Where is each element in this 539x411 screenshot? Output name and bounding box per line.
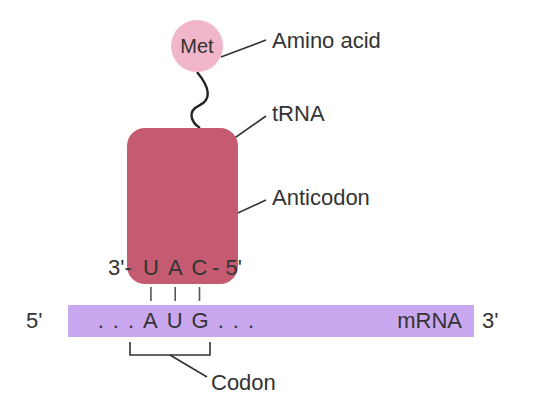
amino-acid-link (192, 72, 208, 128)
strand-name: mRNA (397, 308, 462, 333)
amino-acid-name: Met (171, 20, 223, 72)
end-label: - 5' (212, 255, 242, 280)
base-pair-tick (174, 287, 176, 301)
end-label: 3' (482, 308, 498, 333)
leader-line (221, 40, 266, 57)
callout-label: Codon (211, 370, 276, 395)
codon-bracket (130, 342, 210, 355)
end-label: 5' (26, 308, 42, 333)
base-pair-tick (150, 287, 152, 301)
mrna-strand: ...AUG... mRNA (68, 305, 474, 337)
base-pair-tick (199, 287, 201, 301)
leader-line (170, 355, 207, 377)
end-label: 3'- (108, 255, 132, 280)
codon-bases: ...AUG... (98, 308, 263, 333)
anticodon-bases: UAC (143, 255, 216, 280)
callout-label: Anticodon (272, 185, 370, 210)
callout-label: Amino acid (272, 28, 381, 53)
amino-acid-circle: Met (171, 20, 223, 72)
callout-label: tRNA (272, 101, 325, 126)
